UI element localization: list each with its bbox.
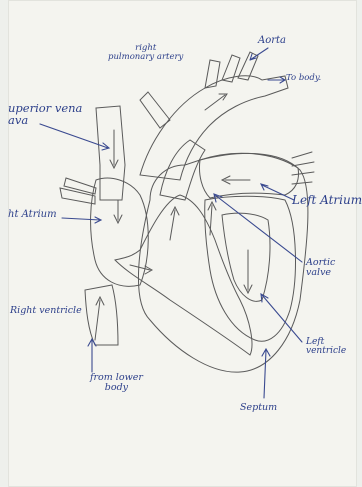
aorta-pointer: [250, 48, 268, 60]
right-atrium-shape: [91, 178, 149, 286]
aorta-label: Aorta: [258, 36, 286, 47]
left-atrium-label: Left Atrium: [292, 194, 362, 207]
septum-pointer: [262, 349, 270, 398]
pulmonary-artery-branch: [140, 92, 170, 128]
inferior-vena-cava-shape: [85, 285, 118, 345]
superior-vena-cava-label: uperior vena ava: [8, 102, 82, 126]
right-ventricle-shape: [115, 195, 252, 355]
aorta-shape: [140, 76, 288, 180]
right-ventricle-label: Right ventricle: [10, 306, 82, 316]
pulmonary-vein-left: [60, 178, 96, 204]
right-atrium-pointer: [62, 217, 101, 223]
right-pulmonary-artery-label: right pulmonary artery: [108, 44, 183, 62]
left-ventricle-pointer: [261, 294, 302, 342]
lower-body-pointer: [88, 339, 96, 372]
septum-label: Septum: [240, 403, 277, 413]
from-lower-body-label: from lower body: [90, 373, 143, 393]
left-ventricle-shape: [205, 196, 296, 341]
superior-vena-cava-shape: [96, 106, 125, 200]
left-atrium-shape: [199, 153, 298, 198]
right-atrium-label: ht Atrium: [8, 210, 57, 221]
aortic-valve-label: Aortic valve: [306, 258, 335, 278]
to-body-label: To body.: [286, 74, 321, 83]
left-ventricle-label: Left ventricle: [306, 338, 346, 357]
pulmonary-vein-1: [292, 152, 314, 184]
left-atrium-pointer: [261, 184, 294, 200]
